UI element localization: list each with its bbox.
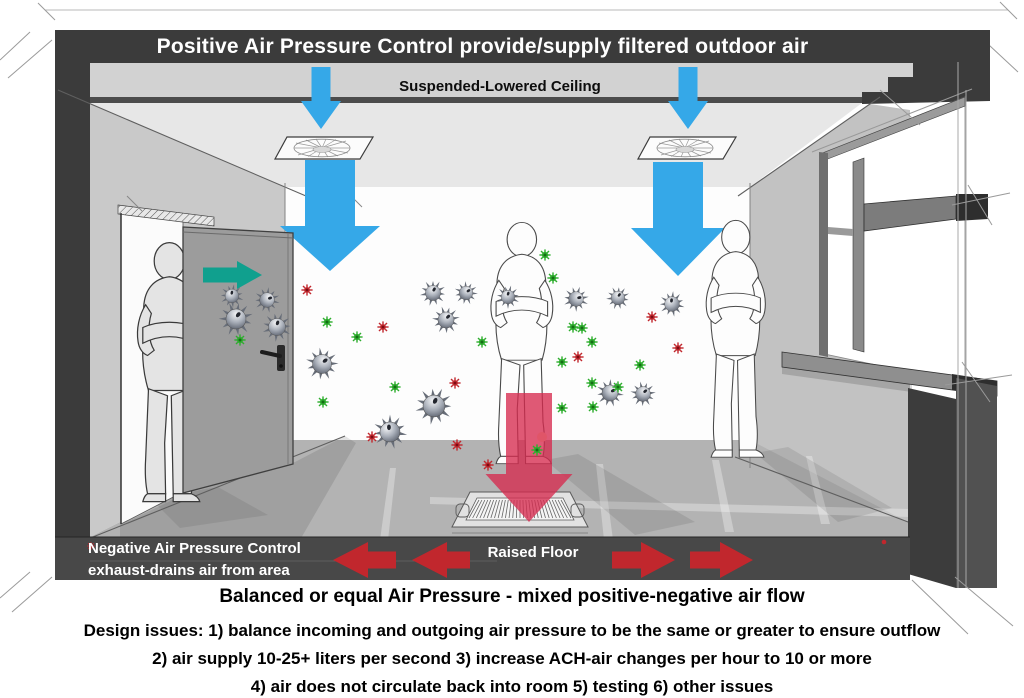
green-aerosol-dot-icon bbox=[320, 315, 334, 329]
green-aerosol-dot-icon bbox=[611, 380, 625, 394]
green-aerosol-dot-icon bbox=[586, 400, 600, 414]
supply-duct-right-arrow-icon bbox=[668, 67, 708, 129]
raised-floor-label: Raised Floor bbox=[487, 544, 579, 561]
top-banner-bar bbox=[55, 30, 905, 63]
design-issues-line3: 4) air does not circulate back into room… bbox=[250, 677, 774, 696]
green-aerosol-dot-icon bbox=[388, 380, 402, 394]
sketch-guide-lines-front bbox=[0, 62, 1014, 635]
design-issues-line2: 2) air supply 10-25+ liters per second 3… bbox=[152, 649, 872, 668]
ceiling-diffuser-icon bbox=[637, 136, 737, 160]
exhaust-out-left-1-arrow-icon bbox=[333, 542, 396, 578]
airborne-particles bbox=[211, 248, 687, 472]
floor-exhaust-arrow-icon bbox=[485, 393, 573, 522]
red-aerosol-dot-icon bbox=[645, 310, 659, 324]
balanced-pressure-caption: Balanced or equal Air Pressure - mixed p… bbox=[219, 586, 805, 607]
red-aerosol-dot-icon bbox=[376, 320, 390, 334]
green-aerosol-dot-icon bbox=[475, 335, 489, 349]
green-aerosol-dot-icon bbox=[546, 271, 560, 285]
red-dot-mark bbox=[881, 539, 887, 545]
green-aerosol-dot-icon bbox=[233, 333, 247, 347]
window bbox=[781, 88, 998, 397]
left-wall-section bbox=[55, 30, 90, 580]
right-wall-section bbox=[908, 378, 997, 588]
red-aerosol-dot-icon bbox=[571, 350, 585, 364]
red-aerosol-dot-icon bbox=[300, 283, 314, 297]
design-issues-line1: Design issues: 1) balance incoming and o… bbox=[83, 621, 941, 640]
green-aerosol-dot-icon bbox=[575, 321, 589, 335]
green-aerosol-dot-icon bbox=[350, 330, 364, 344]
door-inflow-arrow-icon bbox=[203, 261, 262, 289]
negative-pressure-label-line2: exhaust-drains air from area bbox=[88, 562, 290, 579]
exhaust-out-left-2-arrow-icon bbox=[412, 542, 470, 578]
red-droplet-icon bbox=[537, 432, 547, 442]
suspended-ceiling-label: Suspended-Lowered Ceiling bbox=[399, 78, 601, 95]
bottom-banner-bar bbox=[55, 536, 910, 580]
door-handle-icon bbox=[260, 345, 285, 371]
exhaust-air-arrows bbox=[333, 542, 753, 578]
negative-pressure-label-line1: Negative Air Pressure Control bbox=[88, 540, 301, 557]
green-aerosol-dot-icon bbox=[555, 401, 569, 415]
ceiling-diffuser-icon bbox=[274, 136, 374, 160]
supply-room-right-arrow-icon bbox=[631, 162, 725, 276]
red-aerosol-dot-icon bbox=[671, 341, 685, 355]
exhaust-out-right-1-arrow-icon bbox=[612, 542, 675, 578]
red-aerosol-dot-icon bbox=[365, 430, 379, 444]
red-aerosol-dot-icon bbox=[448, 376, 462, 390]
floor-shading bbox=[120, 436, 910, 540]
green-aerosol-dot-icon bbox=[555, 355, 569, 369]
green-aerosol-dot-icon bbox=[530, 443, 544, 457]
green-aerosol-dot-icon bbox=[538, 248, 552, 262]
green-aerosol-dot-icon bbox=[316, 395, 330, 409]
ceiling-plenum bbox=[90, 63, 913, 100]
green-aerosol-dot-icon bbox=[633, 358, 647, 372]
exhaust-out-right-2-arrow-icon bbox=[690, 542, 753, 578]
banner-marks bbox=[86, 539, 887, 551]
supply-room-left-arrow-icon bbox=[280, 160, 380, 271]
top-banner-label: Positive Air Pressure Control provide/su… bbox=[156, 35, 809, 58]
red-aerosol-dot-icon bbox=[481, 458, 495, 472]
green-aerosol-dot-icon bbox=[585, 335, 599, 349]
suspended-ceiling-line bbox=[90, 97, 862, 103]
red-aerosol-dot-icon bbox=[450, 438, 464, 452]
room-flow-arrows bbox=[203, 261, 573, 522]
supply-duct-left-arrow-icon bbox=[301, 67, 341, 129]
supply-air-arrows bbox=[280, 67, 725, 276]
green-aerosol-dot-icon bbox=[566, 320, 580, 334]
green-aerosol-dot-icon bbox=[585, 376, 599, 390]
